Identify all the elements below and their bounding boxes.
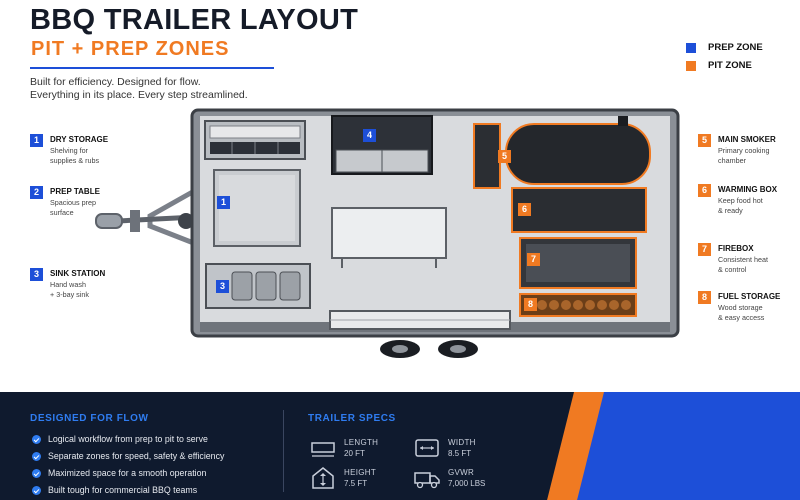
dry-storage-shelf — [204, 120, 306, 160]
flow-item-text: Maximized space for a smooth operation — [48, 468, 207, 478]
badge-main-smoker: 5 — [498, 150, 511, 163]
wheel-rear — [380, 340, 420, 358]
firebox — [519, 237, 637, 289]
flow-item-text: Built tough for commercial BBQ teams — [48, 485, 198, 495]
callout-desc-line: surface — [50, 207, 74, 217]
specs-heading: TRAILER SPECS — [308, 413, 396, 424]
callout-number: 7 — [698, 243, 711, 256]
callout-title: FIREBOX — [718, 244, 754, 253]
badge-firebox: 7 — [527, 253, 540, 266]
page-title: BBQ TRAILER LAYOUT — [30, 4, 359, 36]
footer-accent-blue — [577, 392, 800, 500]
storage-cabinet — [331, 115, 433, 175]
warming-box — [511, 187, 647, 233]
callout-desc-line: Keep food hot — [718, 196, 763, 205]
check-icon — [32, 486, 41, 495]
tagline-line-2: Everything in its place. Every step stre… — [30, 89, 248, 101]
trailer-diagram — [95, 108, 680, 358]
callout-desc-line: Consistent heat — [718, 255, 768, 264]
badge-sink-station: 3 — [216, 280, 229, 293]
callout-desc-line: + 3-bay sink — [50, 289, 89, 299]
title-divider — [30, 67, 274, 69]
flow-item-text: Logical workflow from prep to pit to ser… — [48, 434, 208, 444]
spec-value: 20 FT — [344, 449, 365, 458]
fuel-storage — [519, 293, 637, 317]
callout-desc-line: Hand wash — [50, 280, 86, 289]
callout-desc-line: & easy access — [718, 312, 765, 322]
tagline: Built for efficiency. Designed for flow.… — [30, 76, 248, 102]
legend-label-pit: PIT ZONE — [708, 60, 752, 71]
callout-desc-line: chamber — [718, 155, 746, 165]
callout-number: 5 — [698, 134, 711, 147]
callout-number: 1 — [30, 134, 43, 147]
badge-fuel-storage: 8 — [524, 298, 537, 311]
callout-desc: Wood storage& easy access — [718, 303, 800, 322]
callout-title: FUEL STORAGE — [718, 292, 781, 301]
callout-desc-line: & ready — [718, 205, 743, 215]
callout-desc-line: Primary cooking — [718, 146, 770, 155]
length-icon — [311, 442, 335, 457]
spec-label: LENGTH — [344, 438, 379, 447]
callout-title: MAIN SMOKER — [718, 135, 776, 144]
check-icon — [32, 469, 41, 478]
callout-desc-line: Wood storage — [718, 303, 763, 312]
width-icon — [415, 439, 439, 457]
callout-title: WARMING BOX — [718, 185, 778, 194]
check-icon — [32, 452, 41, 461]
badge-cabinet: 4 — [363, 129, 376, 142]
spec-value: 7.5 FT — [344, 479, 368, 488]
callout-desc: Hand wash+ 3-bay sink — [50, 280, 140, 299]
truck-icon — [414, 472, 440, 489]
legend-swatch-pit — [686, 61, 696, 71]
check-icon — [32, 435, 41, 444]
callout-number: 8 — [698, 291, 711, 304]
height-icon — [312, 467, 334, 489]
page-subtitle: PIT + PREP ZONES — [31, 38, 230, 60]
callout-desc-line: & control — [718, 264, 747, 274]
footer-panel: DESIGNED FOR FLOW Logical workflow from … — [0, 392, 800, 500]
callout-title: SINK STATION — [50, 269, 106, 278]
callout-number: 3 — [30, 268, 43, 281]
flow-heading: DESIGNED FOR FLOW — [30, 413, 149, 424]
spec-value: 7,000 LBS — [448, 479, 486, 488]
callout-number: 6 — [698, 184, 711, 197]
callout-title: DRY STORAGE — [50, 135, 109, 144]
footer-divider — [283, 410, 284, 492]
callout-number: 2 — [30, 186, 43, 199]
callout-desc: Keep food hot& ready — [718, 196, 800, 215]
callout-title: PREP TABLE — [50, 187, 100, 196]
center-prep-table — [331, 207, 447, 259]
badge-dry-storage: 1 — [217, 196, 230, 209]
spec-label: HEIGHT — [344, 468, 377, 477]
flow-item-text: Separate zones for speed, safety & effic… — [48, 451, 225, 461]
callout-desc: Consistent heat& control — [718, 255, 800, 274]
legend-swatch-prep — [686, 43, 696, 53]
callout-desc-line: Shelving for — [50, 146, 88, 155]
callout-desc-line: supplies & rubs — [50, 155, 100, 165]
legend-label-prep: PREP ZONE — [708, 42, 763, 53]
callout-desc-line: Spacious prep — [50, 198, 96, 207]
spec-value: 8.5 FT — [448, 449, 472, 458]
wheel-front — [438, 340, 478, 358]
tagline-line-1: Built for efficiency. Designed for flow. — [30, 76, 201, 88]
main-smoker — [473, 116, 651, 189]
badge-warming-box: 6 — [518, 203, 531, 216]
spec-label: WIDTH — [448, 438, 476, 447]
spec-label: GVWR — [448, 468, 475, 477]
